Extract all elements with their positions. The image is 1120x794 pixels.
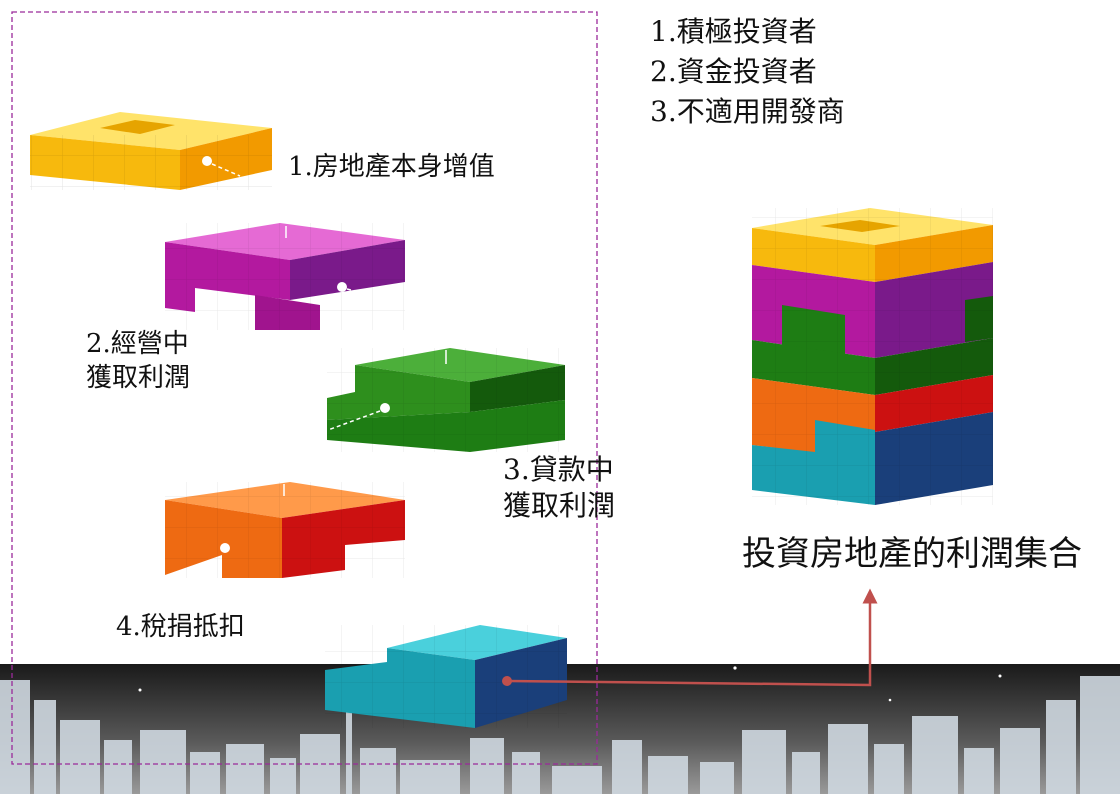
block-operating-profit bbox=[165, 223, 405, 330]
block-base bbox=[325, 625, 567, 728]
label-loan-profit: 3.貸款中 獲取利潤 bbox=[503, 453, 616, 522]
investor-type-item: 2.資金投資者 bbox=[650, 55, 817, 88]
investor-type-list: 1.積極投資者 2.資金投資者 3.不適用開發商 bbox=[650, 12, 845, 132]
block-property-appreciation bbox=[30, 112, 272, 190]
connector-arrow bbox=[502, 588, 878, 687]
investor-type-item: 3.不適用開發商 bbox=[650, 95, 845, 128]
label-property-appreciation: 1.房地產本身增值 bbox=[288, 152, 495, 182]
result-caption: 投資房地產的利潤集合 bbox=[742, 534, 1082, 574]
label-operating-profit: 2.經營中 獲取利潤 bbox=[86, 329, 191, 393]
profit-stack-tower bbox=[752, 208, 993, 505]
block-loan-profit bbox=[327, 348, 565, 452]
block-tax-deduction bbox=[165, 482, 405, 578]
label-tax-deduction: 4.稅捐抵扣 bbox=[116, 612, 245, 642]
investor-type-item: 1.積極投資者 bbox=[650, 15, 817, 48]
dashed-frame bbox=[11, 11, 598, 765]
